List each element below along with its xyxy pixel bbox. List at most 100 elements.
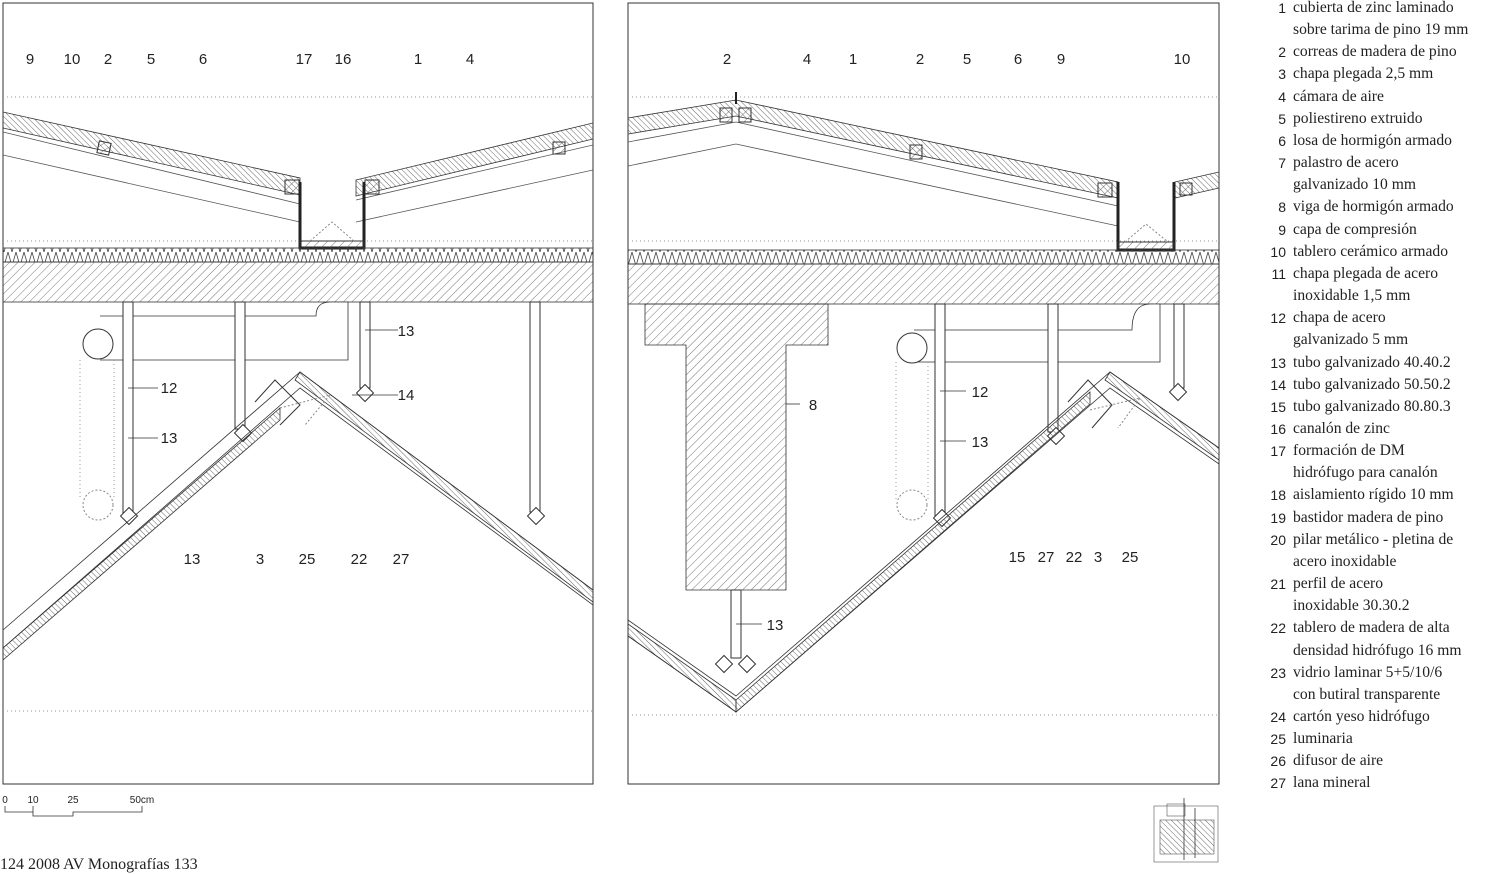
gutter-base	[299, 240, 365, 249]
legend-number: 11	[1271, 265, 1286, 282]
callout-label: 5	[963, 51, 971, 68]
callout-label: 10	[1174, 51, 1191, 68]
legend-number: 9	[1278, 221, 1286, 238]
scale-tick: 10	[27, 795, 39, 806]
legend-text: bastidor madera de pino	[1293, 508, 1444, 526]
callout-label: 15	[1009, 549, 1026, 566]
galvanized-tube-hanger	[934, 303, 946, 517]
legend-text: tablero cerámico armado	[1293, 242, 1448, 260]
air-duct-hidden	[82, 489, 114, 521]
legend-number: 6	[1278, 132, 1286, 149]
callout-label: 3	[256, 551, 264, 568]
legend-number: 24	[1270, 709, 1286, 725]
callout-label: 2	[104, 51, 112, 68]
pine-purlin	[738, 107, 752, 123]
legend-item: 25 luminaria	[1252, 728, 1510, 750]
pine-purlin	[909, 144, 923, 160]
callout-label: 1	[414, 51, 422, 68]
callout-label: 22	[1066, 549, 1083, 566]
ceramic-board-line	[735, 143, 1119, 227]
callout-label: 2	[723, 51, 731, 68]
legend-text: viga de hormigón armado	[1293, 198, 1454, 216]
callout-label: 10	[64, 51, 81, 68]
legend-list: 1 cubierta de zinc laminado sobre tarima …	[1252, 0, 1510, 795]
legend-number: 15	[1270, 398, 1286, 415]
galvanized-tube-hanger	[529, 301, 541, 513]
hanger-bracket	[355, 383, 375, 403]
galvanized-tube-hanger	[234, 301, 246, 430]
legend-text: palastro de acero galvanizado 10 mm	[1293, 154, 1416, 194]
legend-number: 22	[1270, 620, 1286, 637]
pine-purlin	[96, 140, 112, 156]
mineral-wool-layer	[3, 407, 281, 661]
callout-label: 8	[809, 397, 817, 414]
galvanized-tube-hanger	[359, 301, 371, 389]
callout-label: 1	[849, 51, 857, 68]
callout-label: 27	[393, 551, 410, 568]
air-chamber-line	[3, 131, 301, 205]
legend-text: pilar metálico - pletina de acero inoxid…	[1293, 530, 1454, 570]
air-duct-hidden	[896, 489, 928, 521]
legend-text: capa de compresión	[1293, 220, 1417, 238]
galvanized-tube-hanger	[1173, 303, 1185, 389]
mineral-wool-layer	[735, 391, 1091, 713]
extruded-polystyrene-layer	[3, 247, 593, 263]
scale-tick: 50cm	[130, 795, 154, 806]
scale-tick: 25	[67, 795, 79, 806]
legend-number: 3	[1278, 66, 1286, 83]
air-duct-section	[82, 328, 114, 360]
legend-number: 18	[1270, 487, 1286, 504]
legend-number: 13	[1270, 354, 1286, 371]
left-panel-frame	[2, 2, 594, 785]
gutter-base	[1117, 241, 1175, 251]
legend-number: 1	[1278, 0, 1286, 16]
legend-number: 21	[1270, 576, 1286, 593]
callout-label: 9	[26, 51, 34, 68]
legend-item: 1 cubierta de zinc laminado sobre tarima …	[1252, 0, 1510, 41]
legend-text: vidrio laminar 5+5/10/6 con butiral tran…	[1293, 663, 1443, 703]
pine-purlin	[364, 179, 380, 195]
callout-label: 2	[916, 51, 924, 68]
ceramic-board-line	[628, 143, 737, 167]
legend-text: tubo galvanizado 80.80.3	[1293, 397, 1451, 415]
key-plan-thumbnail	[1153, 798, 1219, 863]
callout-label: 9	[1057, 51, 1065, 68]
right-callout-group: 2 4 1 2 5 6 9 10 8 12 13 13 15 27 22 3 2…	[723, 51, 1191, 634]
scale-tick: 0	[2, 795, 8, 806]
callout-label: 5	[147, 51, 155, 68]
air-chamber-line	[735, 121, 1119, 207]
pine-purlin	[552, 141, 566, 155]
mineral-wool-layer	[294, 371, 593, 603]
zinc-roof-deck	[355, 122, 593, 197]
legend-text: cubierta de zinc laminado sobre tarima d…	[1293, 0, 1469, 39]
folded-plate	[1067, 379, 1113, 429]
legend-text: canalón de zinc	[1293, 419, 1390, 437]
ceramic-board-line	[3, 154, 301, 223]
air-duct	[100, 301, 349, 361]
gutter-formation	[309, 221, 355, 242]
callout-label: 6	[199, 51, 207, 68]
hanger-bracket	[737, 654, 757, 674]
legend-number: 25	[1270, 731, 1286, 748]
pine-purlin	[284, 179, 300, 195]
pine-purlin	[1179, 182, 1193, 196]
legend-text: luminaria	[1293, 730, 1353, 748]
callout-label: 13	[767, 617, 784, 634]
legend-text: cámara de aire	[1293, 87, 1384, 105]
callout-label: 13	[398, 323, 415, 340]
pine-purlin	[719, 107, 733, 123]
hanger-bracket	[1168, 382, 1188, 402]
callout-label: 14	[398, 387, 415, 404]
